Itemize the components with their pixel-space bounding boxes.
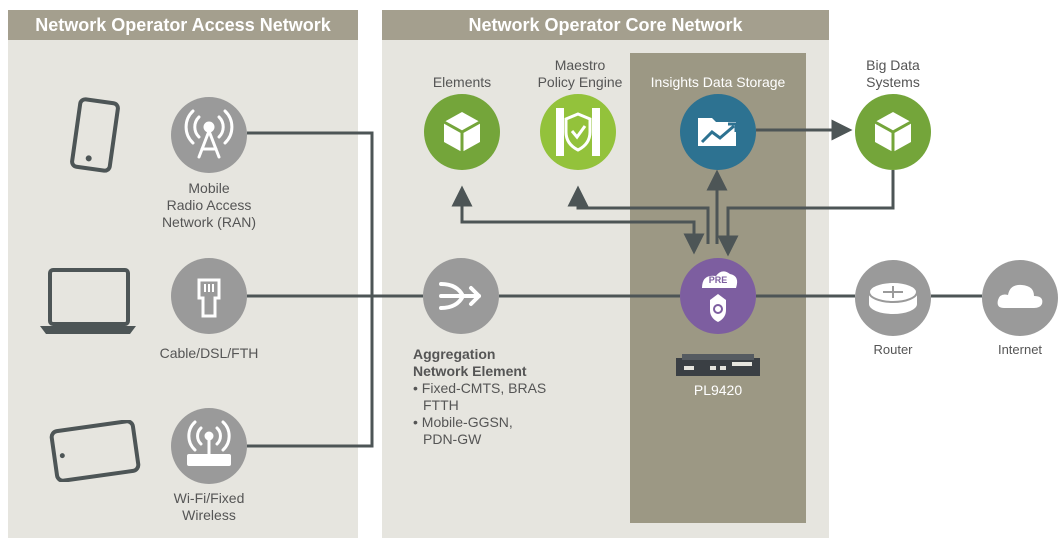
- router-label: Router: [873, 342, 913, 357]
- maestro-node: [540, 94, 616, 170]
- pre-badge: PRE: [708, 275, 728, 285]
- bigdata-label: Big Data Systems: [866, 57, 920, 90]
- insights-label: Insights Data Storage: [650, 74, 786, 90]
- aggregation-node: [423, 258, 499, 334]
- cube-icon: [874, 112, 912, 152]
- router-icon: [868, 281, 918, 314]
- pre-device-icon: [702, 271, 738, 322]
- aggregation-title-1: Aggregation: [413, 346, 496, 362]
- aggregation-bullet-1: • Fixed-CMTS, BRAS: [413, 380, 547, 396]
- folder-chart-icon: [698, 118, 738, 146]
- maestro-label: Maestro Policy Engine: [537, 57, 623, 90]
- cable-dsl-node: [171, 258, 247, 334]
- aggregation-bullet-1-cont: FTTH: [423, 397, 459, 413]
- device-label: PL9420: [693, 382, 743, 398]
- mobile-ran-node: [171, 97, 247, 173]
- tablet-icon: [49, 420, 141, 482]
- wifi-fixed-node: [171, 408, 247, 484]
- phone-icon: [70, 97, 120, 173]
- cube-icon: [443, 112, 481, 152]
- pre-node: [680, 258, 756, 334]
- ethernet-icon: [197, 278, 221, 318]
- cable-dsl-label: Cable/DSL/FTH: [159, 345, 259, 361]
- router-node: [855, 260, 931, 336]
- antenna-icon: [184, 109, 234, 159]
- mobile-ran-label: Mobile Radio Access Network (RAN): [161, 180, 257, 230]
- core-network-header: Network Operator Core Network: [382, 10, 829, 40]
- shield-icon: [556, 108, 600, 156]
- wifi-fixed-label: Wi-Fi/Fixed Wireless: [173, 490, 245, 523]
- internet-node: [982, 260, 1058, 336]
- rack-server-icon: [676, 354, 760, 376]
- laptop-icon: [40, 268, 136, 334]
- access-network-header: Network Operator Access Network: [8, 10, 358, 40]
- bigdata-node: [855, 94, 931, 170]
- cloud-icon: [997, 284, 1043, 308]
- elements-node: [424, 94, 500, 170]
- aggregation-bullet-2-cont: PDN-GW: [423, 431, 482, 447]
- wifi-router-icon: [187, 420, 231, 466]
- internet-label: Internet: [997, 342, 1043, 357]
- aggregation-title-2: Network Element: [413, 363, 527, 379]
- elements-label: Elements: [432, 74, 492, 90]
- aggregation-bullet-2: • Mobile-GGSN,: [413, 414, 513, 430]
- insights-node: [680, 94, 756, 170]
- aggregation-arrow-icon: [439, 282, 481, 310]
- aggregation-description: Aggregation Network Element • Fixed-CMTS…: [413, 346, 573, 448]
